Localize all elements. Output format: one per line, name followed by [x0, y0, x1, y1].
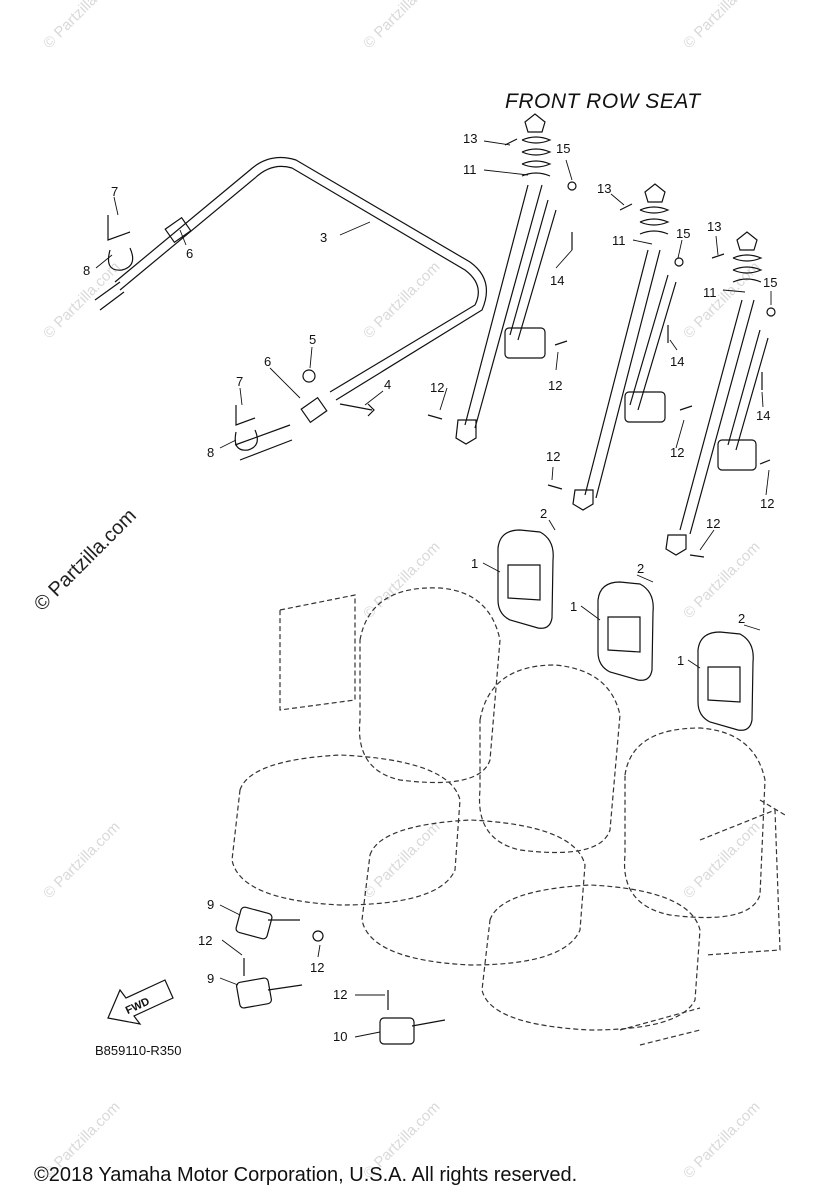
bolt-part: [339, 403, 375, 417]
callout-10: 10: [333, 1029, 347, 1044]
callout-9: 9: [207, 897, 214, 912]
callout-6: 6: [264, 354, 271, 369]
callout-12: 12: [670, 445, 684, 460]
callout-14: 14: [756, 408, 770, 423]
backrest-cover: [497, 529, 754, 731]
callout-15: 15: [556, 141, 570, 156]
nut-part: [302, 369, 316, 383]
callout-11: 11: [463, 162, 477, 177]
grab-bar: [94, 157, 488, 401]
fwd-arrow-icon: [107, 979, 174, 1025]
callout-11: 11: [703, 285, 717, 300]
diagram-title: FRONT ROW SEAT: [505, 90, 701, 113]
callout-1: 1: [471, 556, 478, 571]
callout-12: 12: [198, 933, 212, 948]
callout-12: 12: [706, 516, 720, 531]
buckle-part: [235, 906, 446, 1045]
callout-13: 13: [707, 219, 721, 234]
callout-labels: 13 11 15 14 12 12 13 11 15 14 12 12 13 1…: [83, 131, 777, 1044]
copyright-notice: ©2018 Yamaha Motor Corporation, U.S.A. A…: [34, 1164, 578, 1186]
callout-13: 13: [463, 131, 477, 146]
callout-15: 15: [763, 275, 777, 290]
callout-15: 15: [676, 226, 690, 241]
callout-8: 8: [207, 445, 214, 460]
callout-6: 6: [186, 246, 193, 261]
callout-9: 9: [207, 971, 214, 986]
callout-7: 7: [236, 374, 243, 389]
seat-belt-right: [665, 231, 769, 556]
callout-13: 13: [597, 181, 611, 196]
callout-1: 1: [570, 599, 577, 614]
callout-2: 2: [738, 611, 745, 626]
callout-12: 12: [546, 449, 560, 464]
callout-11: 11: [612, 233, 626, 248]
callout-12: 12: [333, 987, 347, 1002]
callout-12: 12: [548, 378, 562, 393]
callout-12: 12: [760, 496, 774, 511]
callout-7: 7: [111, 184, 118, 199]
callout-8: 8: [83, 263, 90, 278]
callout-2: 2: [540, 506, 547, 521]
callout-14: 14: [670, 354, 684, 369]
diagram-code: B859110-R350: [95, 1043, 182, 1058]
callout-5: 5: [309, 332, 316, 347]
callout-2: 2: [637, 561, 644, 576]
callout-14: 14: [550, 273, 564, 288]
callout-12: 12: [430, 380, 444, 395]
callout-4: 4: [384, 377, 391, 392]
seat-outline: [231, 587, 786, 1046]
callout-12: 12: [310, 960, 324, 975]
seat-belt-center: [572, 183, 677, 511]
bolt-parts: [427, 138, 776, 558]
callout-1: 1: [677, 653, 684, 668]
callout-3: 3: [320, 230, 327, 245]
seat-belt-left: [455, 113, 557, 445]
clamp-part: [107, 215, 293, 461]
